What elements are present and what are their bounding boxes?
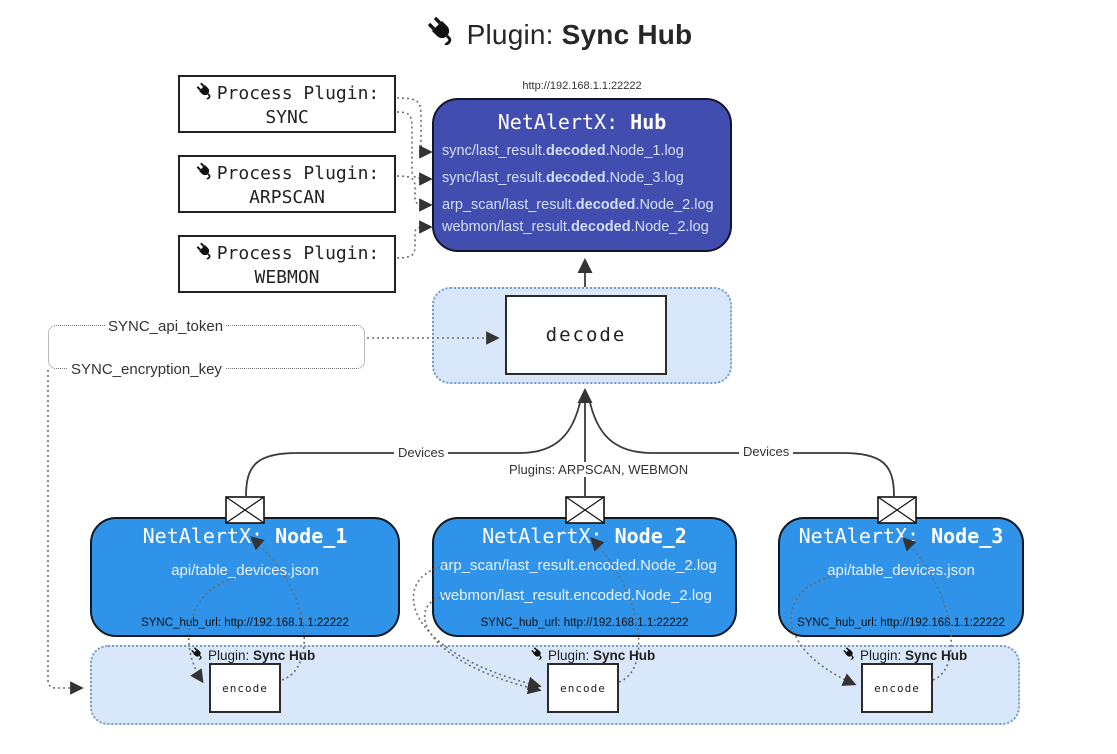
node-file-row: api/table_devices.json xyxy=(171,562,319,579)
plugin-name: SYNC xyxy=(265,106,309,128)
decode-box: decode xyxy=(505,295,667,375)
process-plugin-box-arpscan: Process Plugin: ARPSCAN xyxy=(178,155,396,213)
config-api-token-label: SYNC_api_token xyxy=(105,318,227,335)
plug-icon xyxy=(195,81,215,106)
hub-box xyxy=(432,98,732,252)
node-title: NetAlertX: Node_2 xyxy=(482,524,687,548)
encode-box: encode xyxy=(861,663,933,713)
hub-file-row: webmon/last_result.decoded.Node_2.log xyxy=(442,219,709,235)
title-prefix: Plugin: xyxy=(466,18,562,50)
encode-box: encode xyxy=(547,663,619,713)
node-file-row: arp_scan/last_result.encoded.Node_2.log xyxy=(440,557,717,574)
node-title: NetAlertX: Node_3 xyxy=(798,524,1004,548)
hub-file-row: arp_scan/last_result.decoded.Node_2.log xyxy=(442,197,714,213)
node-hub-url: SYNC_hub_url: http://192.168.1.1:22222 xyxy=(797,617,1005,629)
plug-icon xyxy=(190,646,205,664)
hub-file-row: sync/last_result.decoded.Node_1.log xyxy=(442,143,684,159)
edge-label-devices-left: Devices xyxy=(394,445,449,460)
hub-file-row: sync/last_result.decoded.Node_3.log xyxy=(442,170,684,186)
plugin-name: ARPSCAN xyxy=(249,186,325,208)
edge-label-devices-right: Devices xyxy=(739,444,794,459)
encode-plugin-label: Plugin: Sync Hub xyxy=(530,646,655,664)
encode-plugin-label: Plugin: Sync Hub xyxy=(842,646,967,664)
hub-title: NetAlertX: Hub xyxy=(497,110,667,134)
plug-icon xyxy=(530,646,545,664)
plug-icon xyxy=(195,161,215,186)
node-hub-url: SYNC_hub_url: http://192.168.1.1:22222 xyxy=(480,617,689,629)
process-plugin-box-sync: Process Plugin: SYNC xyxy=(178,75,396,133)
hub-url-label: http://192.168.1.1:22222 xyxy=(522,80,642,92)
plug-icon xyxy=(425,14,459,55)
node-file-row: api/table_devices.json xyxy=(827,562,975,579)
edge-label-plugins: Plugins: ARPSCAN, WEBMON xyxy=(505,462,693,477)
envelope-icon xyxy=(877,496,917,524)
encode-box: encode xyxy=(209,663,281,713)
node-hub-url: SYNC_hub_url: http://192.168.1.1:22222 xyxy=(141,617,349,629)
node-title: NetAlertX: Node_1 xyxy=(142,524,348,548)
encode-plugin-label: Plugin: Sync Hub xyxy=(190,646,315,664)
plug-icon xyxy=(195,241,215,266)
envelope-icon xyxy=(565,496,605,524)
config-encryption-key-label: SYNC_encryption_key xyxy=(68,361,225,378)
envelope-icon xyxy=(225,496,265,524)
plug-icon xyxy=(842,646,857,664)
process-plugin-box-webmon: Process Plugin: WEBMON xyxy=(178,235,396,293)
page-title: Plugin: Sync Hub xyxy=(0,14,1117,55)
node-file-row: webmon/last_result.encoded.Node_2.log xyxy=(440,587,712,604)
title-name: Sync Hub xyxy=(561,18,693,50)
plugin-name: WEBMON xyxy=(254,266,320,288)
